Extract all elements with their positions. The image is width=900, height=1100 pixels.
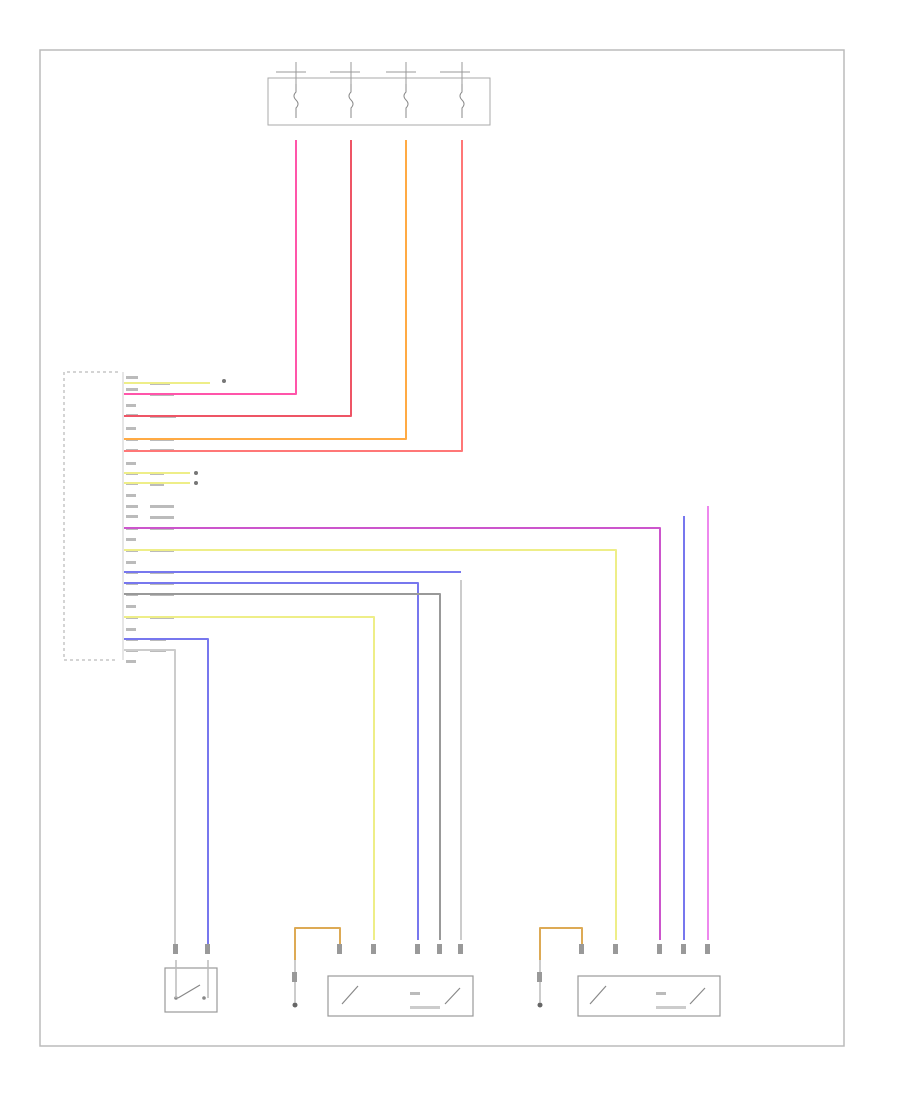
wire-blue-left-lock (124, 582, 419, 940)
fuse-2-symbol (348, 84, 354, 118)
ground-2 (537, 960, 543, 1008)
wire-blue-switch (124, 638, 209, 948)
wire-white-switch (124, 649, 176, 948)
lock-left-switch-2 (444, 987, 461, 1005)
lock-left-box (327, 975, 474, 1017)
wire-yellow-right (124, 549, 617, 940)
fuse-4-symbol (459, 84, 465, 118)
wire-magenta (124, 527, 661, 940)
ground-1-symbol (292, 1002, 298, 1008)
left-switch-contact (177, 984, 201, 999)
module-pin-markers (126, 376, 138, 663)
module-outline (63, 371, 118, 661)
lower-connector-dot-2 (194, 481, 198, 485)
wire-tan-ground-1 (294, 927, 341, 960)
lock-right (577, 975, 721, 1017)
left-switch (164, 960, 218, 1013)
ground-2-symbol (537, 1002, 543, 1008)
fuse-3-symbol (403, 84, 409, 118)
wire-pink (124, 140, 297, 395)
fuse-1-symbol (293, 84, 299, 118)
fuse-block-box (267, 77, 491, 126)
lower-connector-dot-1 (194, 471, 198, 475)
wire-red (124, 140, 352, 417)
wires (124, 140, 709, 960)
side-connector-dot (222, 379, 226, 383)
lock-right-box (577, 975, 721, 1017)
lock-right-switch (589, 985, 607, 1005)
ground-1 (292, 960, 298, 1008)
wire-gray-left-lock (124, 593, 441, 940)
wire-orange (124, 140, 407, 440)
page-frame (39, 49, 845, 1047)
wire-tan-ground-2 (539, 927, 583, 960)
lock-right-switch-2 (689, 987, 706, 1005)
lock-left-switch (341, 985, 359, 1005)
terminal-markers (173, 944, 710, 982)
fuse-block (267, 62, 491, 126)
lock-left (327, 975, 474, 1017)
wire-yellow-left-lock (124, 616, 375, 940)
module-wire-tags (150, 382, 176, 652)
wire-light-red (124, 140, 463, 452)
